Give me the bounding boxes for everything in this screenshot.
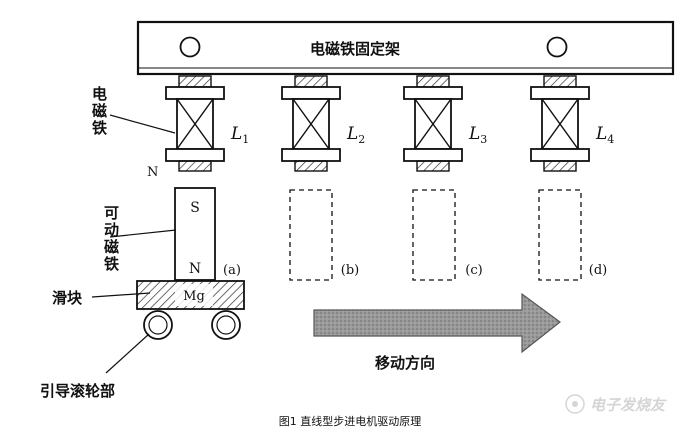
roller-left: [143, 310, 173, 340]
figure-caption: 图1 直线型步进电机驱动原理: [279, 414, 422, 428]
magnet-pole-n: N: [189, 261, 201, 277]
pole-n-label: N: [147, 165, 158, 180]
position-label-a: (a): [223, 263, 241, 278]
coil-label-2: L2: [346, 124, 365, 146]
watermark-logo: 电子发烧友: [565, 394, 667, 414]
mount-hole-right: [546, 36, 568, 58]
magnet-leader: [109, 229, 177, 238]
watermark-text: 电子发烧友: [590, 396, 667, 414]
ghost-magnet-d: [538, 189, 582, 281]
electromagnet-frame: 电磁铁固定架: [136, 20, 675, 76]
guide-rollers: [143, 310, 241, 340]
ghost-magnet-b: [289, 189, 333, 281]
electromagnet-leader: [109, 114, 176, 134]
ghost-magnet-c: [412, 189, 456, 281]
direction-arrow: [313, 292, 561, 354]
slider-block: Mg: [136, 280, 245, 310]
coil-label-3: L3: [468, 124, 487, 146]
position-row: (a) (b) (c) (d): [223, 263, 607, 278]
position-label-c: (c): [465, 263, 482, 278]
mount-hole-left: [179, 36, 201, 58]
coil-label-1: L1: [230, 124, 249, 146]
roller-leader: [105, 333, 150, 374]
coil-3: L3: [403, 75, 487, 172]
magnet-pole-s: S: [190, 200, 200, 216]
movable-magnet: S N: [174, 187, 216, 281]
position-label-d: (d): [589, 263, 607, 278]
slider-leader: [91, 292, 151, 298]
movable-magnet-label: 可动磁铁: [104, 204, 119, 273]
coil-2: L2: [281, 75, 365, 172]
coil-4: L4: [530, 75, 614, 172]
coil-row: L1 L2 L3 L4: [165, 75, 614, 172]
direction-label: 移动方向: [375, 354, 435, 372]
position-label-b: (b): [341, 263, 359, 278]
roller-label: 引导滚轮部: [40, 382, 115, 400]
coil-label-4: L4: [595, 124, 614, 146]
coil-1: L1: [165, 75, 249, 172]
ghost-magnets: [289, 189, 582, 281]
slider-material: Mg: [183, 289, 205, 304]
electromagnet-label: 电磁铁: [92, 85, 107, 137]
frame-label: 电磁铁固定架: [310, 40, 400, 58]
slider-label: 滑块: [52, 289, 83, 307]
roller-right: [211, 310, 241, 340]
